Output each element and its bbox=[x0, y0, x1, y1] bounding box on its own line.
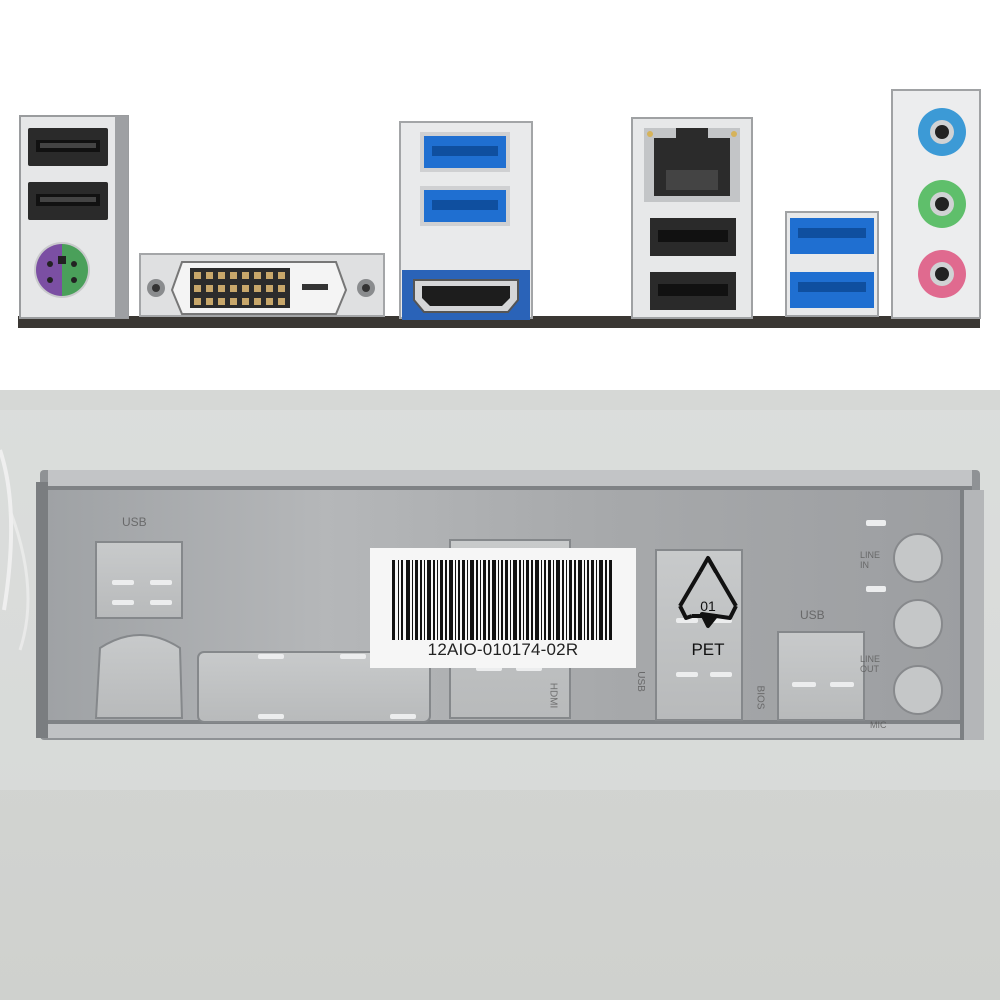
etched-usb-left: USB bbox=[122, 515, 147, 529]
hole-mic bbox=[893, 665, 943, 715]
ps2-port bbox=[34, 242, 90, 298]
rear-io-photo bbox=[0, 0, 1000, 390]
recycle-material: PET bbox=[691, 640, 725, 659]
barcode-sticker bbox=[370, 548, 636, 668]
etched-bios: BIOS bbox=[754, 685, 766, 710]
usb2-port-2 bbox=[28, 182, 108, 220]
recycle-icon bbox=[678, 556, 738, 628]
usb2-ps2-stack bbox=[19, 115, 129, 319]
etched-line-out: LINE OUT bbox=[860, 654, 881, 674]
cutout-usb3-right bbox=[777, 631, 865, 721]
etched-usb-right: USB bbox=[800, 608, 825, 622]
usb2-port-1 bbox=[28, 128, 108, 166]
io-shield-illustration bbox=[0, 390, 1000, 1000]
lan-port bbox=[644, 128, 740, 202]
usb3-stack-right bbox=[785, 211, 879, 317]
part-number-label: 12AIO-010174-02R bbox=[427, 640, 579, 659]
hole-line-in bbox=[893, 533, 943, 583]
lan-usb-stack bbox=[631, 117, 753, 319]
etched-hdmi: HDMI bbox=[547, 682, 559, 709]
cutout-ps2 bbox=[94, 634, 184, 719]
dvi-port bbox=[139, 253, 385, 317]
hole-line-out bbox=[893, 599, 943, 649]
io-shield bbox=[36, 470, 984, 740]
usb3-port-4 bbox=[790, 272, 874, 308]
audio-line-out-jack bbox=[918, 180, 966, 228]
etched-line-in: LINE IN bbox=[860, 550, 881, 570]
usb3-port-3 bbox=[790, 218, 874, 254]
cutout-dvi bbox=[197, 651, 431, 723]
etched-mic: MIC bbox=[870, 720, 887, 730]
usb3-hdmi-stack bbox=[399, 121, 533, 320]
rear-io-illustration bbox=[18, 89, 981, 328]
recycle-code: 01 bbox=[700, 598, 716, 614]
audio-jack-stack bbox=[891, 89, 981, 319]
cutout-lan-usb bbox=[655, 549, 743, 721]
usb3-port-1 bbox=[420, 132, 510, 172]
etched-usb-vertical: USB bbox=[634, 671, 646, 692]
audio-mic-jack bbox=[918, 250, 966, 298]
barcode bbox=[392, 560, 612, 640]
usb3-port-2 bbox=[420, 186, 510, 226]
usb2-port-4 bbox=[650, 272, 736, 310]
hdmi-port bbox=[413, 279, 519, 313]
usb2-port-3 bbox=[650, 218, 736, 256]
io-shield-photo: USB USB LINE IN LINE OUT MIC HDMI BIOS U… bbox=[0, 390, 1000, 1000]
audio-line-in-jack bbox=[918, 108, 966, 156]
